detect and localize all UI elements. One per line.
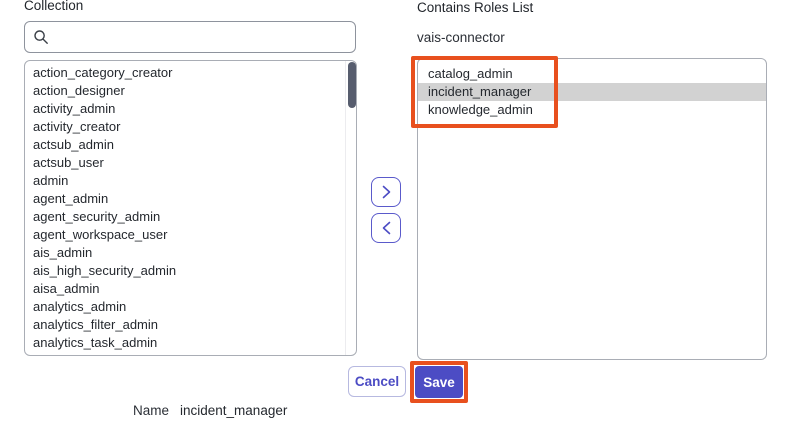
move-left-button[interactable]: [371, 213, 401, 243]
save-button[interactable]: Save: [415, 366, 463, 398]
scrollbar-thumb[interactable]: [348, 62, 356, 108]
collection-list-item[interactable]: analytics_task_admin: [33, 335, 158, 350]
chevron-left-icon: [382, 221, 390, 235]
contains-roles-list-label: Contains Roles List: [417, 0, 534, 15]
collection-list-item[interactable]: aisa_admin: [33, 281, 100, 296]
name-value: incident_manager: [180, 403, 288, 418]
group-name-text: vais-connector: [417, 30, 505, 45]
collection-list-item[interactable]: analytics_filter_admin: [33, 317, 159, 332]
collection-list-item[interactable]: admin: [33, 173, 69, 188]
collection-search-input[interactable]: [49, 22, 355, 52]
chevron-right-icon: [382, 185, 390, 199]
name-field-row: Name incident_manager: [133, 403, 287, 418]
search-box[interactable]: [24, 21, 356, 53]
collection-list-scrollbar[interactable]: [345, 61, 357, 355]
collection-list-item[interactable]: activity_creator: [33, 119, 121, 134]
name-label: Name: [133, 403, 170, 418]
collection-list-item[interactable]: actsub_user: [33, 155, 104, 170]
collection-list-item[interactable]: activity_admin: [33, 101, 116, 116]
roles-list-item[interactable]: knowledge_admin: [428, 102, 533, 117]
move-right-button[interactable]: [371, 177, 401, 207]
collection-list-item[interactable]: ais_admin: [33, 245, 93, 260]
collection-list-item[interactable]: ais_high_security_admin: [33, 263, 177, 278]
collection-list-item[interactable]: actsub_admin: [33, 137, 114, 152]
collection-list-item[interactable]: action_category_creator: [33, 65, 173, 80]
collection-label: Collection: [24, 0, 84, 13]
roles-list-item[interactable]: catalog_admin: [428, 66, 513, 81]
collection-list-item[interactable]: agent_workspace_user: [33, 227, 168, 242]
collection-list-item[interactable]: action_designer: [33, 83, 125, 98]
collection-list-item[interactable]: agent_admin: [33, 191, 109, 206]
search-icon: [34, 30, 48, 44]
collection-list-item[interactable]: analytics_viewer: [33, 352, 342, 355]
collection-list-item[interactable]: agent_security_admin: [33, 209, 161, 224]
roles-list-item[interactable]: incident_manager: [418, 83, 766, 101]
cancel-button[interactable]: Cancel: [348, 366, 406, 397]
collection-list-item[interactable]: analytics_admin: [33, 299, 127, 314]
annotation-box-save: Save: [410, 361, 468, 403]
